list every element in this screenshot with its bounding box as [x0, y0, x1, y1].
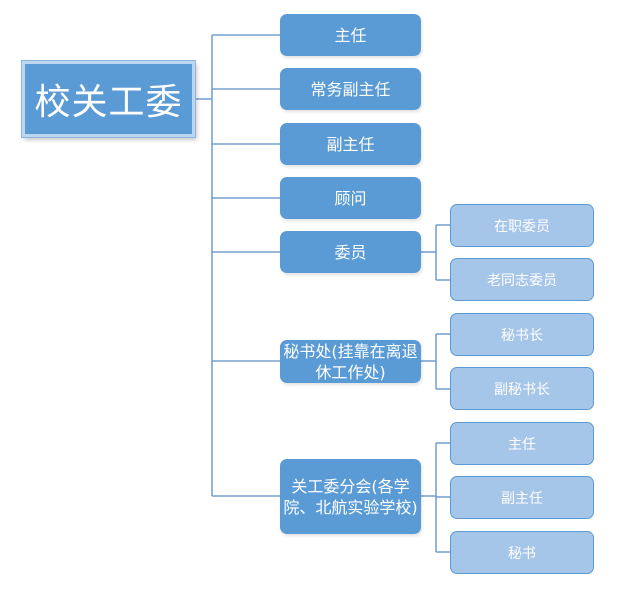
- leaf-label: 秘书: [508, 545, 536, 562]
- leaf-deputy-secretary-general: 副秘书长: [450, 367, 594, 410]
- leaf-secretary-general: 秘书长: [450, 313, 594, 356]
- node-label: 主任: [334, 25, 367, 45]
- root-node: 校关工委: [22, 61, 195, 137]
- node-secretariat: 秘书处(挂靠在离退休工作处): [280, 340, 421, 383]
- node-label: 常务副主任: [310, 79, 391, 99]
- node-label: 副主任: [326, 134, 375, 154]
- leaf-branch-director: 主任: [450, 422, 594, 465]
- leaf-label: 在职委员: [494, 218, 550, 235]
- node-branch-committee: 关工委分会(各学院、北航实验学校): [280, 459, 421, 534]
- node-label: 委员: [334, 242, 367, 262]
- leaf-label: 副主任: [501, 490, 543, 507]
- node-label: 秘书处(挂靠在离退休工作处): [283, 341, 418, 382]
- leaf-label: 副秘书长: [494, 381, 550, 398]
- leaf-branch-deputy-director: 副主任: [450, 476, 594, 519]
- leaf-label: 老同志委员: [487, 272, 557, 289]
- node-advisor: 顾问: [280, 177, 421, 219]
- node-label: 关工委分会(各学院、北航实验学校): [283, 476, 418, 517]
- node-label: 顾问: [334, 188, 367, 208]
- node-executive-deputy-director: 常务副主任: [280, 68, 421, 110]
- node-committee-member: 委员: [280, 231, 421, 273]
- node-director: 主任: [280, 14, 421, 56]
- leaf-label: 秘书长: [501, 327, 543, 344]
- node-deputy-director: 副主任: [280, 123, 421, 165]
- leaf-branch-secretary: 秘书: [450, 531, 594, 574]
- root-label: 校关工委: [34, 82, 183, 123]
- leaf-senior-member: 老同志委员: [450, 258, 594, 301]
- leaf-active-member: 在职委员: [450, 204, 594, 247]
- leaf-label: 主任: [508, 436, 536, 453]
